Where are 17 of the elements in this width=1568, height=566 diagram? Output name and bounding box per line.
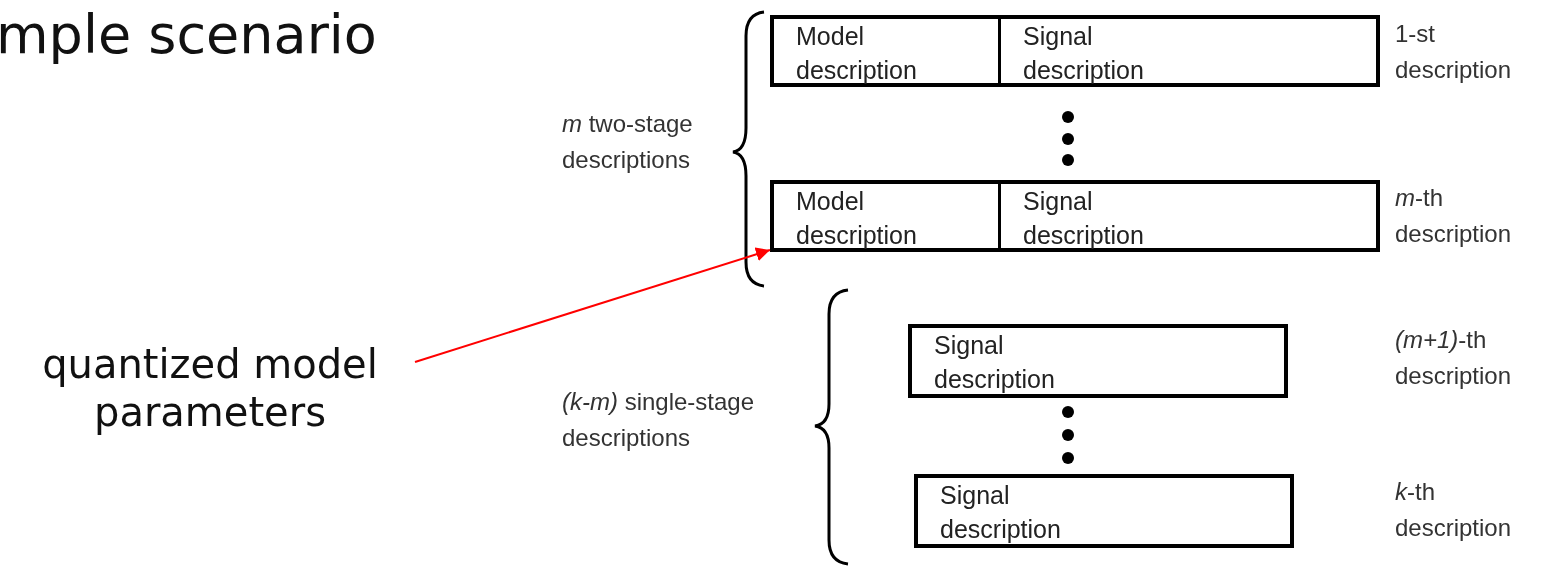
description-cell: Model description bbox=[774, 184, 1001, 248]
description-caption: 1-st description bbox=[1395, 19, 1513, 85]
description-row bbox=[770, 15, 1380, 87]
arrow bbox=[414, 247, 771, 363]
description-box: Signal description bbox=[914, 474, 1294, 548]
description-caption: (m+1)-th description bbox=[1395, 325, 1513, 391]
description-row bbox=[770, 180, 1380, 252]
group-label: m two-stage descriptions bbox=[562, 109, 694, 175]
description-box: Signal description bbox=[908, 324, 1288, 398]
description-cell: Signal description bbox=[1001, 19, 1376, 83]
description-caption: k-th description bbox=[1395, 477, 1513, 543]
description-cell: Model description bbox=[774, 19, 1001, 83]
title: mple scenario bbox=[0, 2, 377, 68]
description-caption: m-th description bbox=[1395, 183, 1513, 249]
callout-text: quantized model parameters bbox=[0, 340, 420, 440]
description-cell: Signal description bbox=[1001, 184, 1376, 248]
group-label: (k-m) single-stage descriptions bbox=[562, 387, 756, 453]
